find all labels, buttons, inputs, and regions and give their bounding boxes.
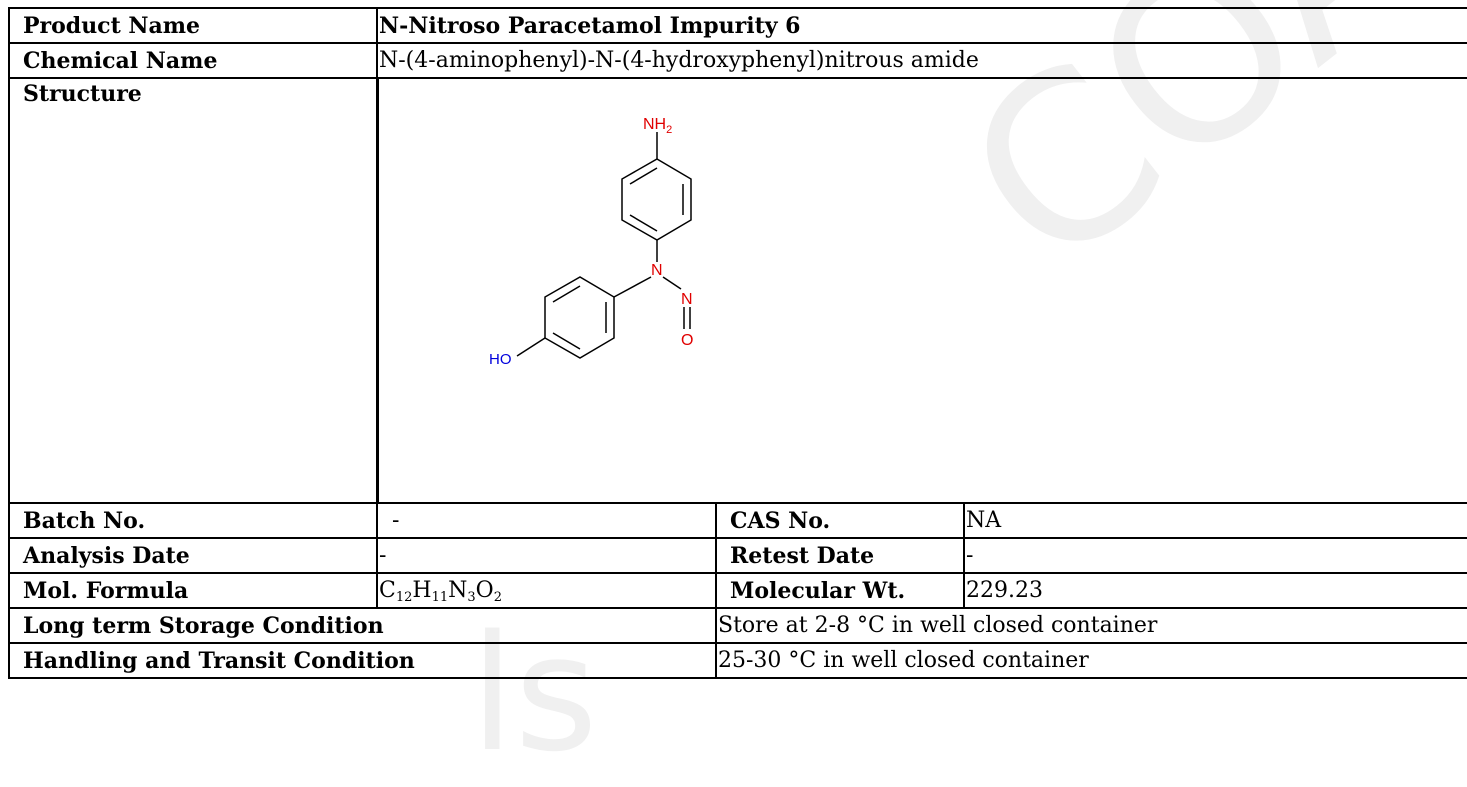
storage-condition-label: Long term Storage Condition xyxy=(8,607,717,644)
hydroxyl-label: HO xyxy=(489,351,512,368)
product-name-value: N-Nitroso Paracetamol Impurity 6 xyxy=(375,7,1467,44)
mol-formula-value: C12H11N3O2 xyxy=(376,572,717,609)
retest-date-label: Retest Date xyxy=(715,537,965,574)
chemical-row: Chemical Name N-(4-aminophenyl)-N-(4-hyd… xyxy=(8,42,1467,79)
oxygen-label: O xyxy=(681,332,693,349)
product-name-label: Product Name xyxy=(8,7,378,44)
batch-row: Batch No. - CAS No. NA xyxy=(8,502,1467,539)
retest-date-value: - xyxy=(962,537,1467,574)
structure-image: NH2 N N O HO xyxy=(489,116,693,368)
analysis-row: Analysis Date - Retest Date - xyxy=(8,537,1467,574)
structure-label: Structure xyxy=(8,77,378,504)
structure-row: Structure xyxy=(8,77,1467,504)
formula-row: Mol. Formula C12H11N3O2 Molecular Wt. 22… xyxy=(8,572,1467,609)
cas-no-value: NA xyxy=(962,502,1467,539)
analysis-date-label: Analysis Date xyxy=(8,537,378,574)
chemical-name-label: Chemical Name xyxy=(8,42,378,79)
batch-no-label: Batch No. xyxy=(8,502,378,539)
handling-condition-value: 25-30 °C in well closed container xyxy=(714,642,1467,679)
amine-label: NH2 xyxy=(643,116,672,136)
handling-condition-label: Handling and Transit Condition xyxy=(8,642,717,679)
molecular-wt-value: 229.23 xyxy=(962,572,1467,609)
storage-condition-value: Store at 2-8 °C in well closed container xyxy=(714,607,1467,644)
coa-table: Product Name N-Nitroso Paracetamol Impur… xyxy=(8,7,1467,679)
mol-formula-label: Mol. Formula xyxy=(8,572,378,609)
batch-no-value: - xyxy=(376,502,717,539)
cas-no-label: CAS No. xyxy=(715,502,965,539)
structure-cell: NH2 N N O HO xyxy=(375,77,1467,504)
chemical-name-value: N-(4-aminophenyl)-N-(4-hydroxyphenyl)nit… xyxy=(375,42,1467,79)
product-row: Product Name N-Nitroso Paracetamol Impur… xyxy=(8,7,1467,44)
analysis-date-value: - xyxy=(376,537,717,574)
nitrogen-1-label: N xyxy=(651,262,663,279)
handling-row: Handling and Transit Condition 25-30 °C … xyxy=(8,642,1467,679)
molecular-wt-label: Molecular Wt. xyxy=(715,572,965,609)
bonds xyxy=(516,132,692,359)
nitrogen-2-label: N xyxy=(681,291,693,308)
storage-row: Long term Storage Condition Store at 2-8… xyxy=(8,607,1467,644)
